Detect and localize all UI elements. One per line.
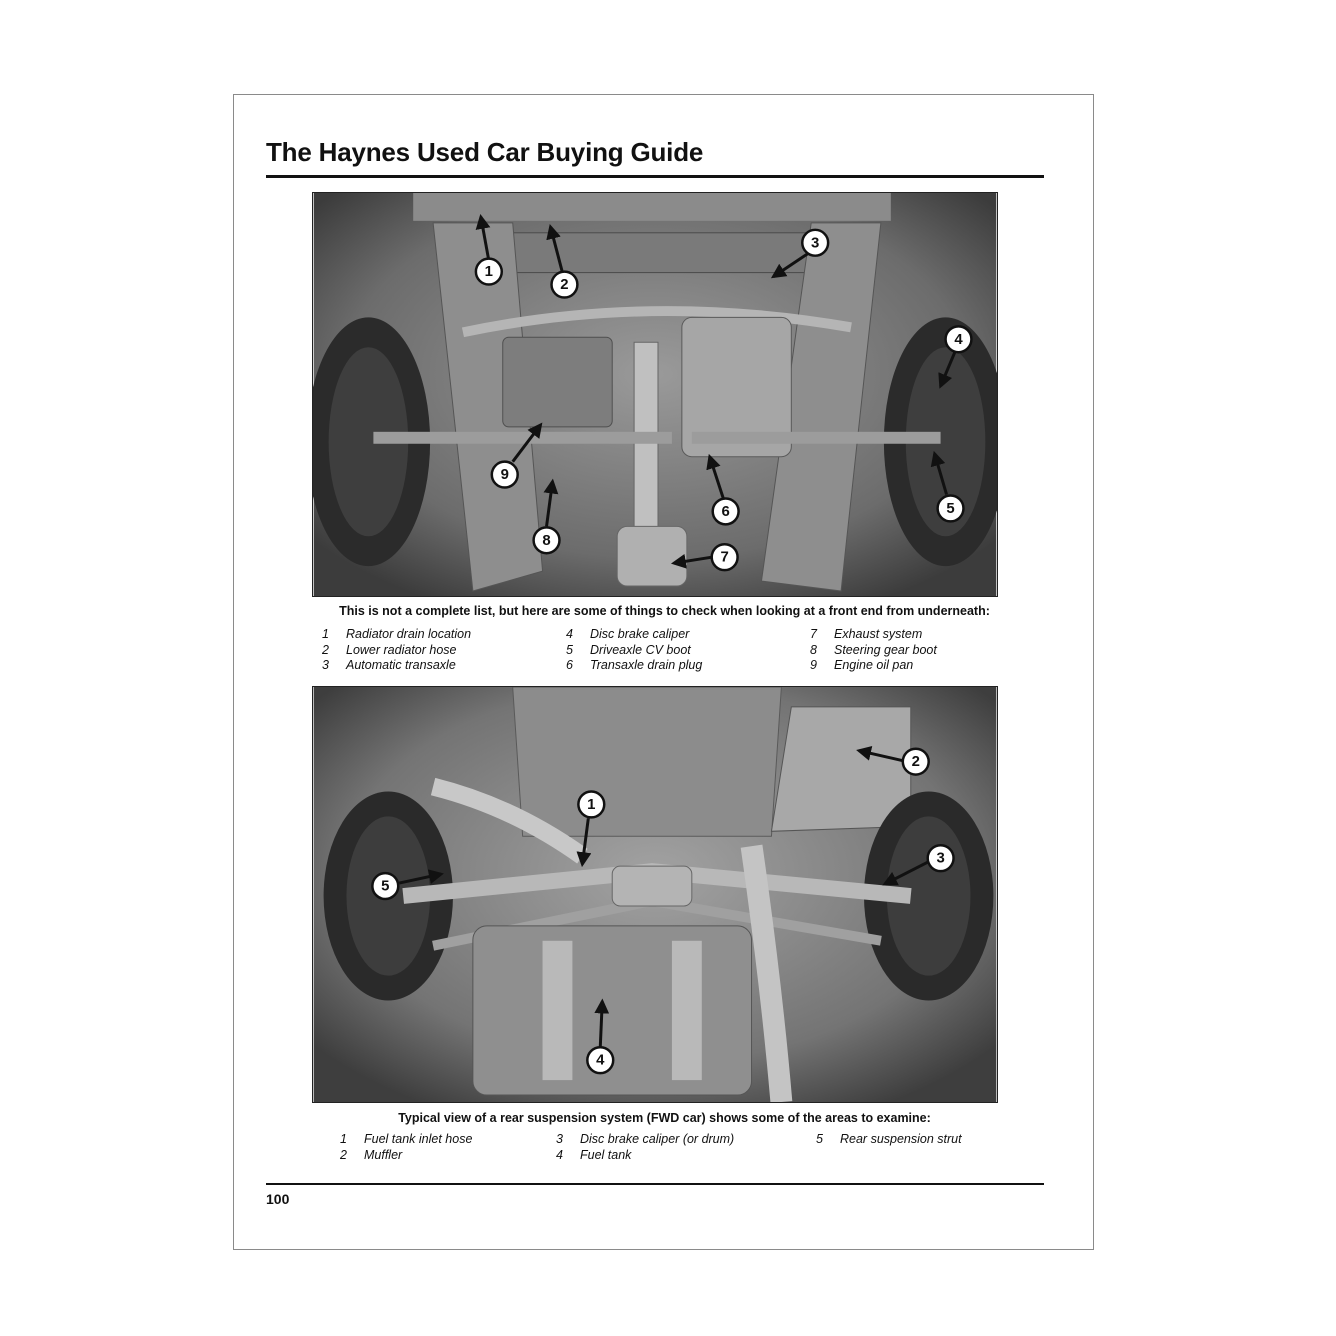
rear-arrow-2 (856, 746, 904, 763)
front-callout-5: 5 (946, 500, 954, 517)
front-arrow-5 (930, 450, 948, 495)
rear-underside-photo: 1 2 3 4 5 (312, 686, 998, 1103)
rear-callout-1: 1 (587, 796, 595, 813)
rear-arrow-3 (882, 860, 929, 886)
front-callout-circle-3 (801, 228, 830, 257)
rear-caption: Typical view of a rear suspension system… (398, 1111, 931, 1125)
rear-callout-4: 4 (596, 1052, 605, 1069)
front-callout-circle-7 (710, 543, 739, 572)
front-callout-2: 2 (560, 276, 568, 293)
front-callout-circle-5 (936, 494, 965, 523)
rear-callout-circle-5 (371, 871, 400, 901)
front-caption: This is not a complete list, but here ar… (339, 604, 990, 618)
front-arrow-6 (706, 453, 726, 500)
book-page: The Haynes Used Car Buying Guide (233, 94, 1094, 1250)
page-title: The Haynes Used Car Buying Guide (266, 137, 704, 167)
front-arrow-8 (543, 478, 559, 527)
front-callout-circle-2 (550, 270, 579, 299)
front-callout-6: 6 (722, 503, 730, 520)
front-callout-8: 8 (542, 532, 550, 549)
rear-callout-5: 5 (381, 878, 389, 895)
rear-callout-2: 2 (912, 753, 920, 770)
rear-arrow-5 (398, 869, 444, 885)
front-callout-7: 7 (721, 549, 729, 566)
rear-callout-circle-1 (577, 790, 606, 819)
title-rule (266, 175, 1044, 178)
front-callout-circle-6 (711, 497, 740, 526)
front-callout-4: 4 (954, 331, 963, 348)
front-callout-circle-9 (490, 460, 519, 489)
front-callout-9: 9 (501, 466, 509, 483)
rear-callout-circle-2 (901, 747, 930, 776)
front-underside-photo: 1 2 3 4 5 6 7 8 9 (312, 192, 998, 597)
front-callout-1: 1 (485, 263, 493, 280)
front-callout-circle-4 (944, 325, 973, 354)
front-arrow-4 (938, 347, 958, 389)
rear-callout-circle-4 (586, 1046, 615, 1075)
front-callout-circle-1 (474, 257, 504, 286)
page-number: 100 (266, 1191, 290, 1207)
front-arrow-1 (475, 213, 491, 261)
front-arrow-2 (546, 223, 564, 273)
front-arrow-7 (670, 553, 712, 569)
front-arrow-9 (511, 422, 543, 463)
rear-arrow-1 (576, 818, 592, 868)
front-callout-3: 3 (811, 234, 819, 251)
front-arrow-3 (770, 251, 811, 279)
front-callout-circle-8 (532, 526, 561, 555)
footer-rule (266, 1183, 1044, 1185)
rear-arrow-4 (594, 998, 610, 1048)
rear-callout-3: 3 (936, 850, 944, 867)
rear-callout-circle-3 (926, 843, 955, 873)
